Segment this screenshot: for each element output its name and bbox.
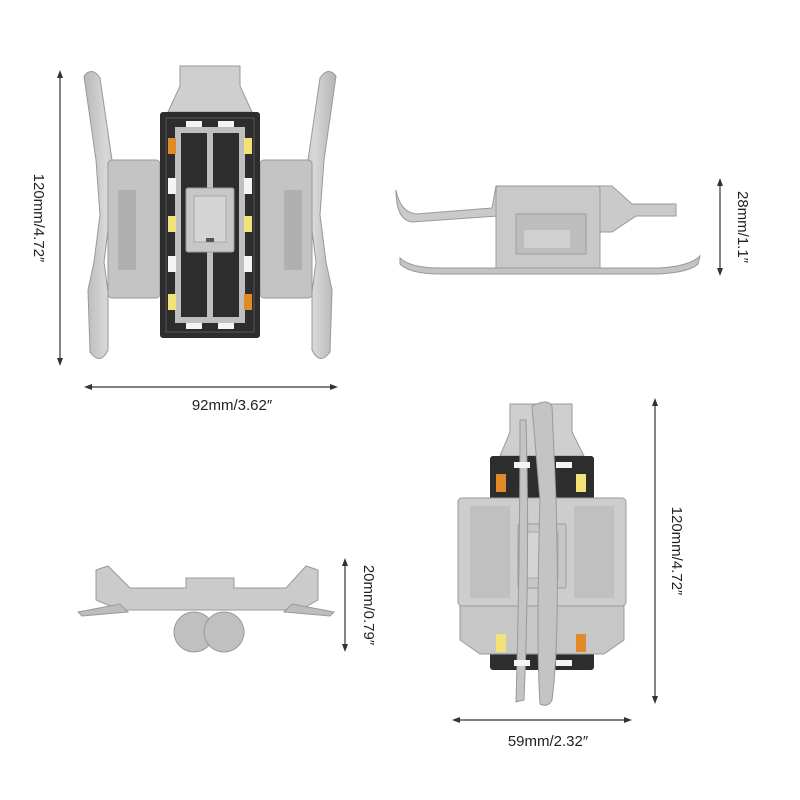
top-view-width-label: 92mm/3.62″ xyxy=(192,397,273,414)
folded-view-height-label: 120mm/4.72″ xyxy=(668,507,685,596)
side-view-height-label: 28mm/1.1″ xyxy=(734,191,751,264)
side-view: 28mm/1.1″ xyxy=(395,178,751,276)
front-view: 20mm/0.79″ xyxy=(76,558,377,653)
front-left-foot xyxy=(76,603,130,617)
folded-view: 120mm/4.72″ 59mm/2.32″ xyxy=(452,398,685,750)
led-array xyxy=(168,121,252,329)
front-right-lobe xyxy=(203,611,245,653)
folded-legs xyxy=(515,401,558,706)
top-view-height-label: 120mm/4.72″ xyxy=(30,174,47,263)
front-body xyxy=(95,565,319,611)
folded-view-width-label: 59mm/2.32″ xyxy=(508,733,589,750)
front-right-foot xyxy=(282,603,336,617)
side-skid xyxy=(399,254,701,275)
folded-led-array xyxy=(496,462,586,666)
top-clip xyxy=(167,65,253,113)
front-view-height-label: 20mm/0.79″ xyxy=(360,565,377,646)
top-view: 120mm/4.72″ 92mm/3.62″ xyxy=(30,65,338,414)
